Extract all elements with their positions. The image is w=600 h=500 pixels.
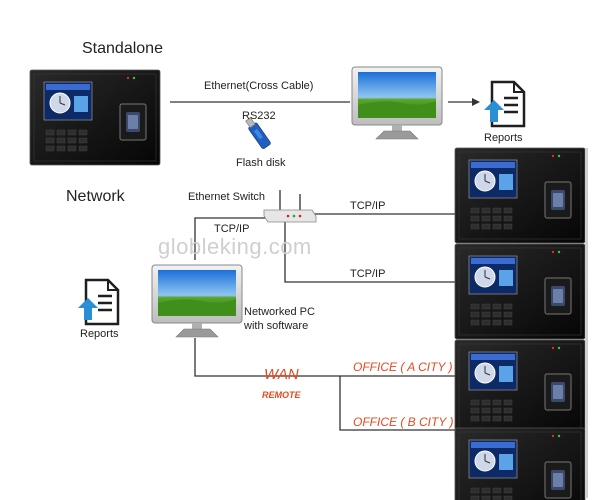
report-document-icon [482, 80, 526, 128]
office-b-terminal-icon [454, 427, 586, 500]
rs232-label: RS232 [242, 110, 276, 122]
ethernet-cross-label: Ethernet(Cross Cable) [204, 80, 314, 92]
ethernet-switch-label: Ethernet Switch [188, 191, 266, 203]
report-document-icon [76, 278, 120, 326]
reports-left-label: Reports [80, 328, 119, 340]
network-terminal-1-icon [454, 147, 586, 244]
tcpip-label-left: TCP/IP [214, 223, 250, 235]
flash-disk-label: Flash disk [236, 157, 286, 169]
network-heading: Network [66, 188, 125, 205]
tcpip-label-mid: TCP/IP [350, 268, 386, 280]
standalone-terminal-icon [29, 69, 161, 166]
standalone-heading: Standalone [82, 40, 163, 57]
office-a-label: OFFICE ( A CITY ) [353, 360, 453, 374]
ethernet-switch-icon [263, 190, 317, 223]
wan-label: WAN [264, 366, 299, 383]
networked-pc-label-line2: with software [244, 320, 309, 332]
networked-pc-monitor-icon [151, 264, 243, 338]
office-a-terminal-icon [454, 339, 586, 436]
tcpip-label-top: TCP/IP [350, 200, 386, 212]
remote-label: REMOTE [262, 390, 301, 400]
monitor-icon [351, 66, 443, 140]
connection-lines [170, 98, 480, 431]
networked-pc-label-line1: Networked PC [244, 306, 315, 318]
network-terminal-2-icon [454, 243, 586, 340]
usb-flash-disk-icon [245, 117, 271, 149]
office-b-label: OFFICE ( B CITY ) [353, 415, 454, 429]
watermark: globleking.com [158, 234, 312, 259]
reports-top-label: Reports [484, 132, 523, 144]
